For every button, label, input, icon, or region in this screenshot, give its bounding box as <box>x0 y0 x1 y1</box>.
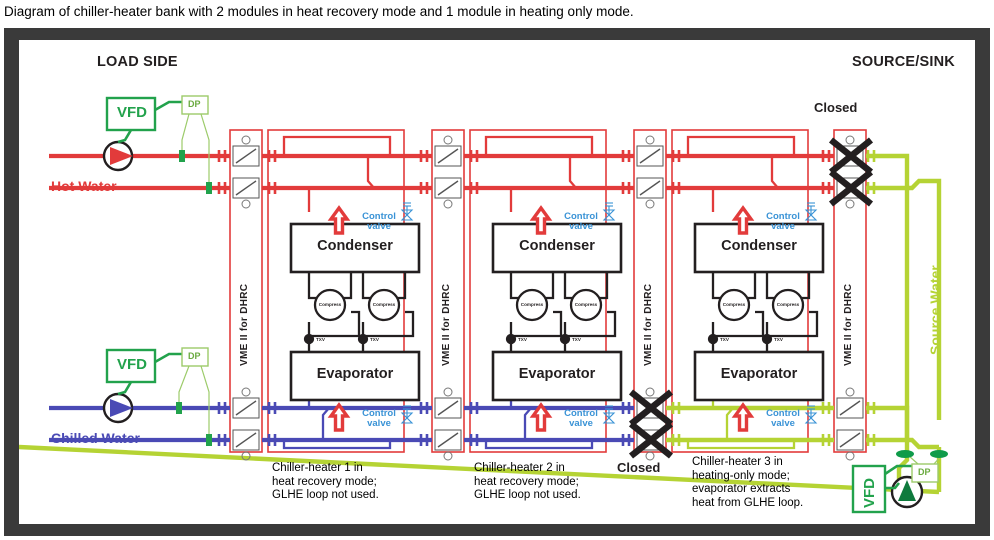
source-water-dp-label: DP <box>918 467 931 477</box>
control-valve-label-3-bottom: Control valve <box>766 408 800 429</box>
evaporator-label-3: Evaporator <box>720 366 798 382</box>
module-caption-2: Chiller-heater 2 in heat recovery mode; … <box>474 462 581 501</box>
control-valve-label-1-bottom: Control valve <box>362 408 396 429</box>
hot-water-module-branches <box>282 135 796 212</box>
vme-label-1: VME II for DHRC <box>239 283 250 366</box>
pipe-flanges <box>217 150 876 446</box>
source-sink-header: SOURCE/SINK <box>852 54 955 70</box>
hot-water-pump-assembly <box>102 95 212 194</box>
compressor-label-1a: Compress <box>318 302 342 307</box>
condenser-label-3: Condenser <box>721 238 797 254</box>
condenser-label-2: Condenser <box>519 238 595 254</box>
compressor-label-1b: Compress <box>372 302 396 307</box>
compressor-label-3a: Compress <box>722 302 746 307</box>
closed-label-top-right: Closed <box>814 100 858 115</box>
txv-label-3b: TXV <box>774 337 783 342</box>
load-side-header: LOAD SIDE <box>97 54 178 70</box>
module-equipment <box>289 222 825 402</box>
source-water-pump-assembly <box>851 450 948 514</box>
chilled-water-dp-label: DP <box>188 351 201 361</box>
txv-label-2a: TXV <box>518 337 527 342</box>
hot-water-piping <box>49 153 834 191</box>
evaporator-label-1: Evaporator <box>316 366 394 382</box>
control-valve-label-2-bottom: Control valve <box>564 408 598 429</box>
diagram-canvas: LOAD SIDE SOURCE/SINK Hot Water Chilled … <box>19 40 975 524</box>
refrigerant-circuits <box>303 272 819 352</box>
hot-water-dp-label: DP <box>188 99 201 109</box>
txv-label-2b: TXV <box>572 337 581 342</box>
source-water-vfd-label: VFD <box>861 478 878 508</box>
vme-label-4: VME II for DHRC <box>843 283 854 366</box>
hot-water-vfd-label: VFD <box>117 104 147 121</box>
chilled-water-pump-assembly <box>102 347 212 446</box>
chilled-water-piping <box>49 405 634 443</box>
closed-label-bottom: Closed <box>617 460 661 475</box>
vme-label-3: VME II for DHRC <box>643 283 654 366</box>
piping-schematic <box>19 95 948 514</box>
evaporator-label-2: Evaporator <box>518 366 596 382</box>
txv-label-1a: TXV <box>316 337 325 342</box>
valve-actuators <box>241 135 855 461</box>
vme-label-2: VME II for DHRC <box>441 283 452 366</box>
hot-water-label: Hot Water <box>51 178 117 194</box>
compressor-label-3b: Compress <box>776 302 800 307</box>
txv-label-3a: TXV <box>720 337 729 342</box>
closed-valve-marker-top-right <box>828 137 874 207</box>
control-valve-label-1-top: Control valve <box>362 211 396 232</box>
module-caption-3: Chiller-heater 3 in heating-only mode; e… <box>692 456 804 509</box>
txv-label-1b: TXV <box>370 337 379 342</box>
module-caption-1: Chiller-heater 1 in heat recovery mode; … <box>272 462 379 501</box>
figure-caption: Diagram of chiller-heater bank with 2 mo… <box>4 4 634 19</box>
chilled-water-vfd-label: VFD <box>117 356 147 373</box>
condenser-label-1: Condenser <box>317 238 393 254</box>
source-water-label: Source Water <box>927 265 943 355</box>
control-valve-label-2-top: Control valve <box>564 211 598 232</box>
compressor-label-2a: Compress <box>520 302 544 307</box>
compressor-label-2b: Compress <box>574 302 598 307</box>
closed-valve-marker-bottom <box>628 389 674 459</box>
chilled-water-label: Chilled Water <box>51 430 140 446</box>
control-valve-label-3-top: Control valve <box>766 211 800 232</box>
